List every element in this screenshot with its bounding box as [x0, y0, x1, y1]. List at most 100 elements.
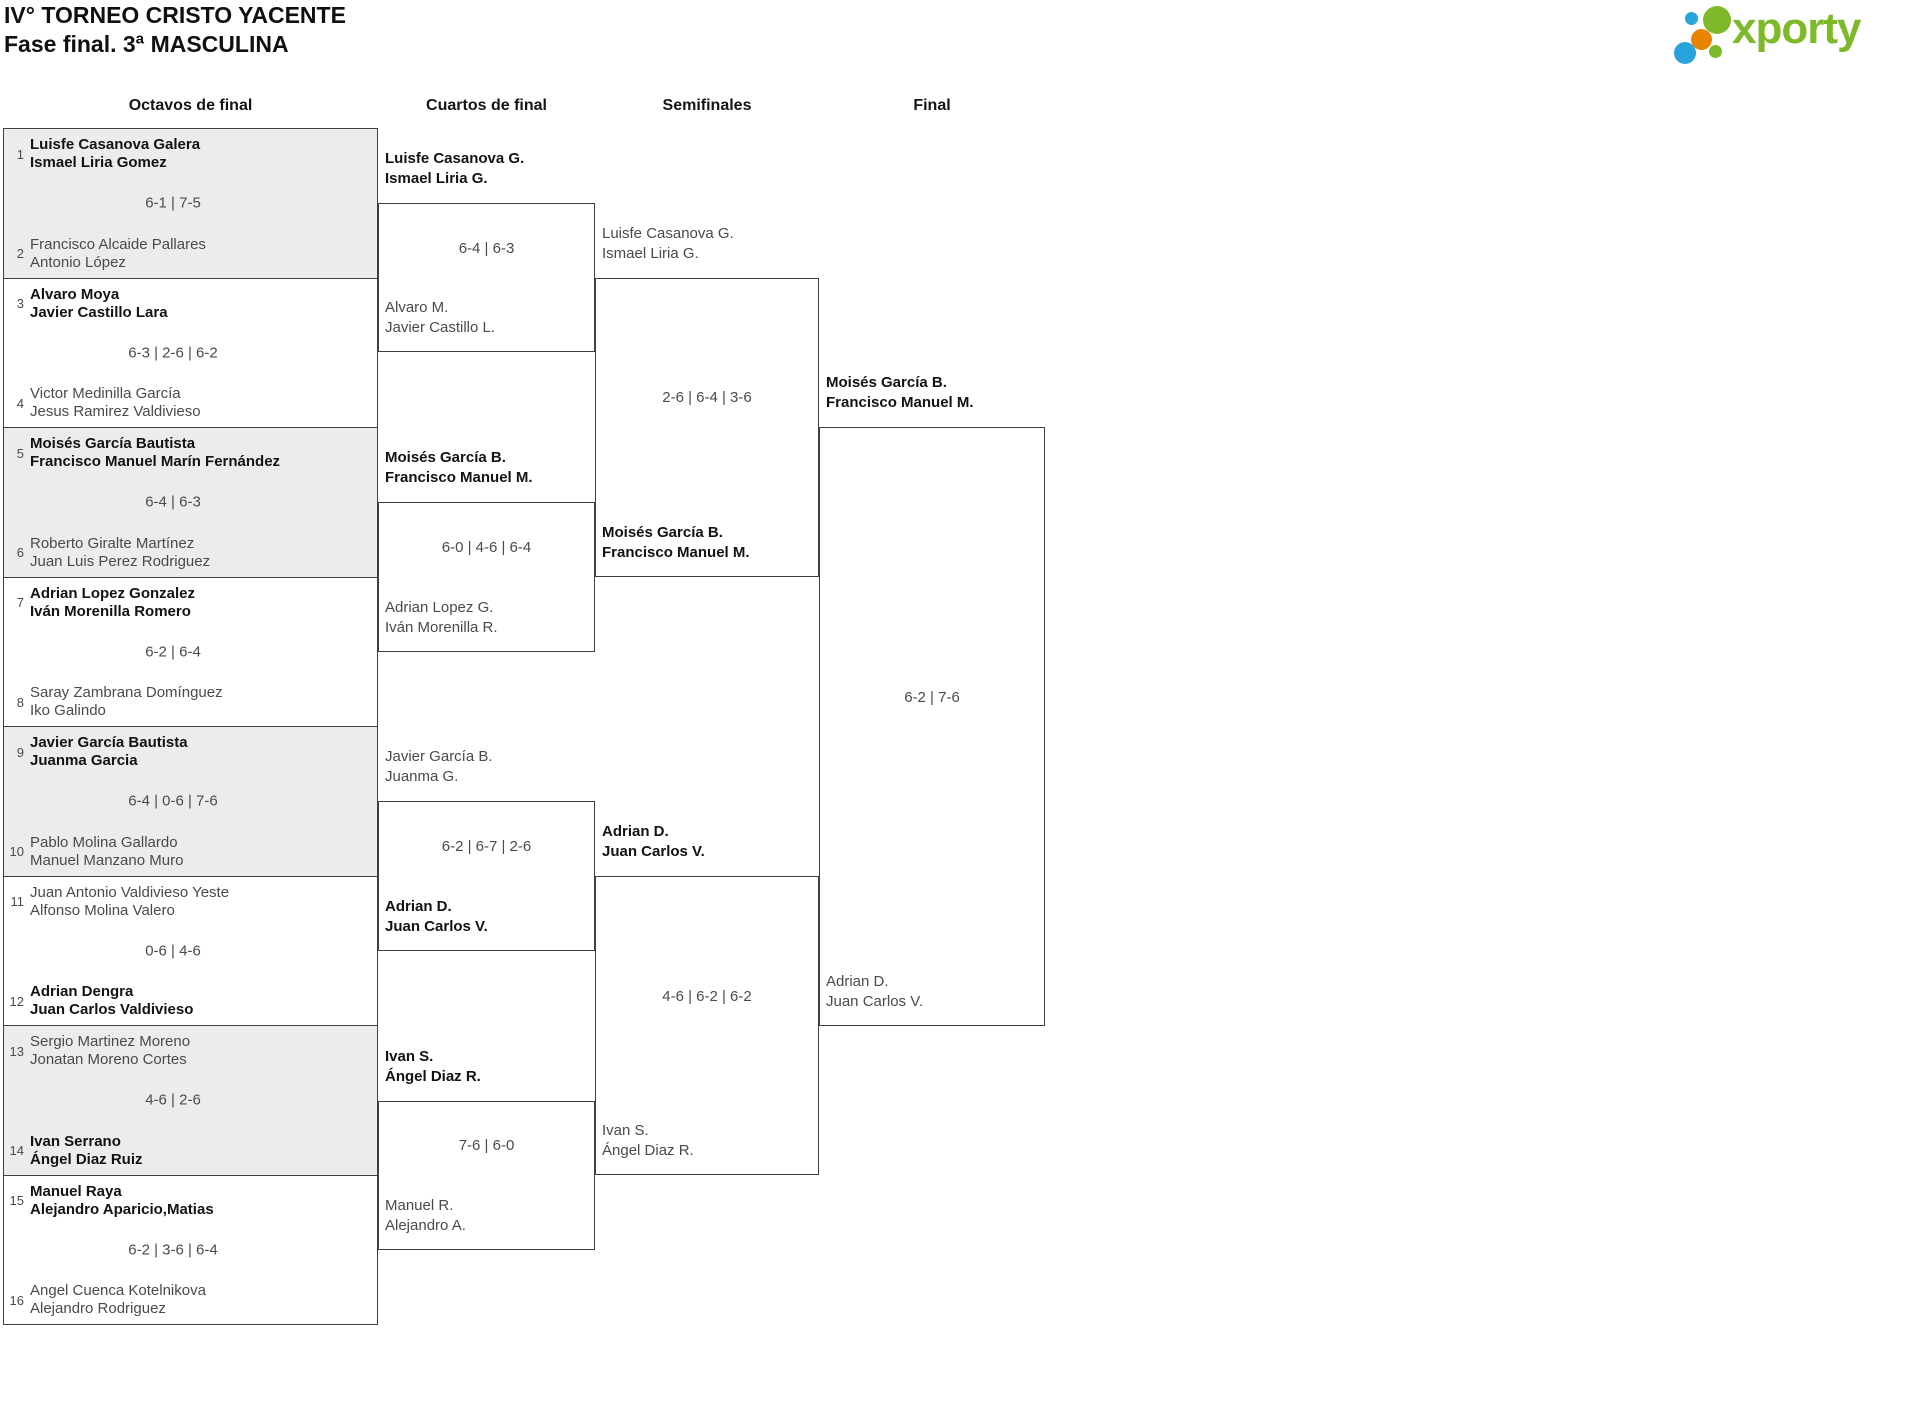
- seed-number: 12: [9, 993, 24, 1009]
- team-name-line: Francisco Manuel M.: [385, 469, 533, 487]
- advancing-team-top: Moisés García B. Francisco Manuel M.: [385, 448, 533, 488]
- match-score: 6-0 | 4-6 | 6-4: [441, 538, 532, 556]
- match-cuartos-4[interactable]: [378, 1100, 595, 1251]
- match-cuartos-3[interactable]: [378, 801, 595, 951]
- team-name-line: Juan Antonio Valdivieso Yeste: [30, 883, 230, 901]
- match-score: 6-2 | 6-7 | 2-6: [441, 838, 532, 856]
- logo-dot-icon: [1674, 42, 1696, 64]
- team-name-line: Roberto Giralte Martínez: [30, 534, 195, 552]
- match-score: 6-1 | 7-5: [145, 194, 201, 212]
- round-header-cuartos: Cuartos de final: [426, 97, 547, 114]
- seed-number: 10: [9, 844, 24, 859]
- match-score: 0-6 | 4-6: [145, 942, 201, 960]
- team-name-line: Antonio López: [30, 253, 126, 271]
- team-name-line: Jesus Ramirez Valdivieso: [30, 403, 201, 420]
- team-name-line: Juan Carlos V.: [385, 917, 488, 935]
- team-name-line: Luisfe Casanova Galera: [30, 136, 201, 153]
- team-name-line: Ivan S.: [385, 1047, 434, 1065]
- team-name-line: Adrian Lopez Gonzalez: [30, 584, 196, 602]
- team-name-line: Ivan Serrano: [30, 1132, 121, 1150]
- seed-number: 16: [9, 1292, 24, 1308]
- match-score: 2-6 | 6-4 | 3-6: [662, 389, 752, 407]
- round-header-octavos: Octavos de final: [128, 97, 253, 114]
- seed-number: 7: [16, 595, 24, 610]
- team-name-line: Manuel Raya: [30, 1182, 122, 1200]
- team-name-line: Ismael Liria G.: [385, 169, 488, 187]
- team-name-line: Adrian D.: [602, 823, 669, 841]
- team-name-line: Moisés García B.: [826, 374, 947, 392]
- match-cuartos-1[interactable]: [378, 202, 595, 353]
- team-name-line: Saray Zambrana Domínguez: [30, 684, 223, 701]
- seed-number: 9: [16, 744, 24, 760]
- match-semifinal-2[interactable]: [595, 876, 819, 1176]
- seed-number: 6: [16, 545, 24, 560]
- team-name-line: Ángel Diaz R.: [602, 1142, 694, 1160]
- team-name-line: Alejandro Aparicio,Matias: [30, 1200, 214, 1218]
- team-name-line: Adrian Dengra: [30, 983, 134, 1000]
- team-name-line: Alejandro Rodriguez: [30, 1300, 166, 1317]
- advancing-team-bottom: Ivan S. Ángel Diaz R.: [602, 1121, 694, 1161]
- round-header-final: Final: [913, 97, 951, 114]
- team-name-line: Javier Castillo L.: [385, 319, 496, 337]
- team-name-line: Ivan S.: [602, 1122, 649, 1140]
- team-name-line: Juan Carlos V.: [826, 992, 924, 1010]
- tournament-subtitle: Fase final. 3ª MASCULINA: [4, 31, 289, 57]
- team-name-line: Francisco Manuel Marín Fernández: [30, 453, 281, 470]
- team-name-line: Moisés García Bautista: [30, 435, 196, 452]
- advancing-team-top: Luisfe Casanova G. Ismael Liria G.: [385, 149, 524, 189]
- team-name-line: Juanma G.: [385, 768, 459, 786]
- team-name-line: Alejandro A.: [385, 1217, 466, 1235]
- team-name-line: Adrian D.: [385, 897, 452, 915]
- team-name-line: Alvaro M.: [385, 299, 449, 317]
- advancing-team-top: Adrian D.Juan Carlos V.: [602, 822, 705, 862]
- match-final-1[interactable]: [819, 427, 1045, 1026]
- team-name-line: Luisfe Casanova G.: [385, 149, 525, 167]
- seed-number: 11: [10, 894, 25, 909]
- match-score: 4-6 | 6-2 | 6-2: [662, 987, 752, 1005]
- advancing-team-bottom: Manuel R.Alejandro A.: [385, 1196, 466, 1236]
- team-name-line: Francisco Manuel M.: [826, 394, 974, 412]
- seed-number: 15: [9, 1193, 24, 1208]
- team-name-line: Moisés García B.: [385, 449, 506, 467]
- xporty-logo[interactable]: xporty: [1670, 3, 1900, 75]
- tournament-title: IV° TORNEO CRISTO YACENTE: [4, 2, 346, 28]
- advancing-team-top: Ivan S.Ángel Diaz R.: [385, 1047, 481, 1087]
- seed-number: 3: [16, 296, 24, 311]
- match-score: 7-6 | 6-0: [458, 1137, 515, 1155]
- team-name-line: Alvaro Moya: [30, 285, 120, 303]
- match-score: 6-2 | 6-4: [145, 643, 201, 661]
- team-name-line: Iván Morenilla R.: [385, 618, 498, 636]
- team-name-line: Ismael Liria G.: [602, 244, 699, 262]
- team-name-line: Francisco Manuel M.: [602, 543, 750, 561]
- match-semifinal-1[interactable]: [595, 277, 819, 577]
- match-score: 6-3 | 2-6 | 6-2: [128, 344, 218, 362]
- advancing-team-top: Moisés García B. Francisco Manuel M.: [826, 373, 974, 413]
- match-cuartos-2[interactable]: [378, 502, 595, 652]
